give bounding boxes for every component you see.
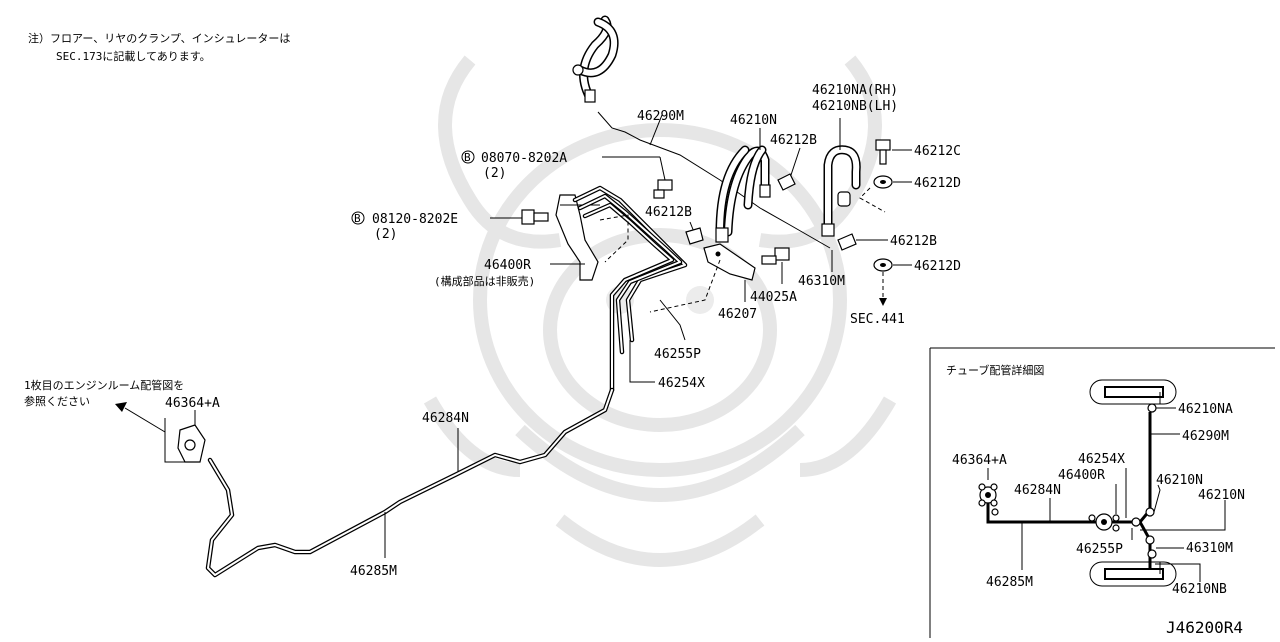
label-46310M: 46310M (798, 274, 845, 289)
label-46284N: 46284N (422, 411, 469, 426)
detail-label-46210N-b: 46210N (1198, 488, 1245, 503)
watermark-emblem (423, 55, 897, 567)
tube-46284N-46285M (205, 387, 615, 578)
label-46290M: 46290M (637, 109, 684, 124)
label-46212B-right: 46212B (890, 234, 937, 249)
label-46207: 46207 (718, 307, 757, 322)
detail-label-46364A: 46364+A (952, 453, 1007, 468)
detail-label-46284N: 46284N (1014, 483, 1061, 498)
label-46210NB: 46210NB(LH) (812, 99, 898, 114)
detail-label-46210N-a: 46210N (1156, 473, 1203, 488)
label-bolt-08070-qty: (2) (483, 166, 506, 181)
clip-46212B-top (777, 173, 796, 191)
note-line-2: SEC.173に記載してあります。 (56, 49, 211, 63)
label-46254X: 46254X (658, 376, 705, 391)
label-46400R: 46400R (484, 258, 531, 273)
detail-label-46254X: 46254X (1078, 452, 1125, 467)
label-46212C: 46212C (914, 144, 961, 159)
clip-46212B-mid (685, 227, 704, 245)
hose-46290M-top (572, 15, 619, 103)
connector-46364A (164, 418, 206, 463)
label-bolt-08070: 08070-8202A (481, 151, 567, 166)
label-46212B-top: 46212B (770, 133, 817, 148)
bolt-46212C (875, 139, 891, 165)
label-46364A: 46364+A (165, 396, 220, 411)
bolt-08120 (521, 209, 549, 225)
hose-46210N (715, 145, 771, 243)
label-46212B-mid: 46212B (645, 205, 692, 220)
detail-label-46290M: 46290M (1182, 429, 1229, 444)
label-46212D-top: 46212D (914, 176, 961, 191)
label-sec441: SEC.441 (850, 312, 905, 327)
clip-46212B-right (837, 233, 857, 251)
engine-ref-line-2: 参照ください (24, 394, 90, 408)
label-46285M: 46285M (350, 564, 397, 579)
bolt-44025A (761, 247, 790, 265)
detail-label-46310M: 46310M (1186, 541, 1233, 556)
label-bolt-08120-qty: (2) (374, 227, 397, 242)
label-46400R-note: (構成部品は非販売) (434, 274, 535, 288)
bolt-mark-2-text: B (354, 212, 361, 225)
label-44025A: 44025A (750, 290, 797, 305)
bolt-mark-1-text: B (464, 151, 471, 164)
bracket-46400R (555, 194, 600, 281)
detail-panel: チューブ配管詳細図 46210NA 46290M 46364+A 46254X … (929, 347, 1275, 638)
detail-label-46210NB: 46210NB (1172, 582, 1227, 597)
label-46210NA: 46210NA(RH) (812, 83, 898, 98)
bracket-46207 (703, 243, 756, 281)
hose-46210NA (821, 145, 861, 237)
label-46255P: 46255P (654, 347, 701, 362)
detail-loop-bottom (1089, 561, 1177, 587)
detail-label-46400R: 46400R (1058, 468, 1105, 483)
detail-label-46285M: 46285M (986, 575, 1033, 590)
bolt-mark-2 (351, 211, 365, 225)
label-46210N: 46210N (730, 113, 777, 128)
diagram-code: J46200R4 (1166, 618, 1243, 637)
note-line-1: 注）フロアー、リヤのクランプ、インシュレーターは (28, 31, 290, 45)
rear-tube-46290M (597, 111, 831, 249)
detail-loop-top (1089, 379, 1177, 405)
bolt-mark-1 (461, 150, 475, 164)
detail-label-46210NA: 46210NA (1178, 402, 1233, 417)
label-bolt-08120: 08120-8202E (372, 212, 458, 227)
detail-title: チューブ配管詳細図 (946, 363, 1044, 377)
bolt-08070 (653, 179, 673, 199)
detail-label-46255P: 46255P (1076, 542, 1123, 557)
label-46212D-bottom: 46212D (914, 259, 961, 274)
tube-bundle (572, 185, 688, 393)
engine-ref-line-1: 1枚目のエンジンルーム配管図を (24, 378, 184, 392)
